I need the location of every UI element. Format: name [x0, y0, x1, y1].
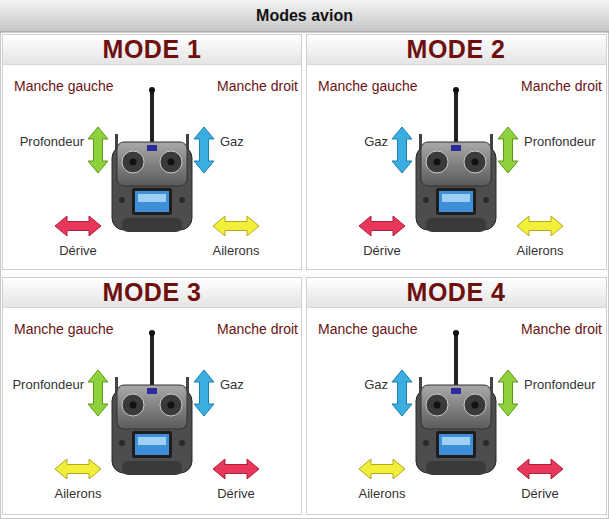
control-label: Dérive	[521, 487, 559, 502]
control-label: Pronfondeur	[524, 135, 596, 150]
control-label: Dérive	[59, 244, 97, 259]
stick-label: Manche droit	[521, 78, 602, 94]
control-label: Ailerons	[213, 244, 260, 259]
control-label: Dérive	[217, 487, 255, 502]
control-label: Pronfondeur	[524, 378, 596, 393]
control-label: Gaz	[364, 135, 388, 150]
mode-heading: MODE 2	[407, 35, 506, 64]
control-label: Ailerons	[359, 487, 406, 502]
control-label: Gaz	[220, 378, 244, 393]
mode-panel: MODE 2 Manche gauche Manche droitGaz Pronfo…	[306, 34, 607, 270]
stick-label: Manche gauche	[318, 78, 418, 94]
control-label: Ailerons	[517, 244, 564, 259]
control-label: Ailerons	[55, 487, 102, 502]
control-label: Gaz	[220, 135, 244, 150]
mode-panel: MODE 3 Manche gauche Manche droitPronfonde…	[2, 277, 302, 515]
stick-label: Manche gauche	[318, 321, 418, 337]
control-label: Profondeur	[20, 135, 84, 150]
stick-label: Manche gauche	[14, 321, 114, 337]
stick-label: Manche droit	[217, 321, 298, 337]
mode-heading: MODE 3	[103, 278, 202, 307]
page-title: Modes avion	[0, 0, 609, 32]
control-label: Dérive	[363, 244, 401, 259]
stick-label: Manche gauche	[14, 78, 114, 94]
mode-heading: MODE 4	[407, 278, 506, 307]
stick-label: Manche droit	[217, 78, 298, 94]
control-label: Pronfondeur	[12, 378, 84, 393]
stick-label: Manche droit	[521, 321, 602, 337]
mode-panel: MODE 1 Manche gauche Manche droitProfondeu…	[2, 34, 302, 270]
mode-heading: MODE 1	[103, 35, 202, 64]
mode-panel: MODE 4 Manche gauche Manche droitGaz Pronfo…	[306, 277, 607, 515]
control-label: Gaz	[364, 378, 388, 393]
